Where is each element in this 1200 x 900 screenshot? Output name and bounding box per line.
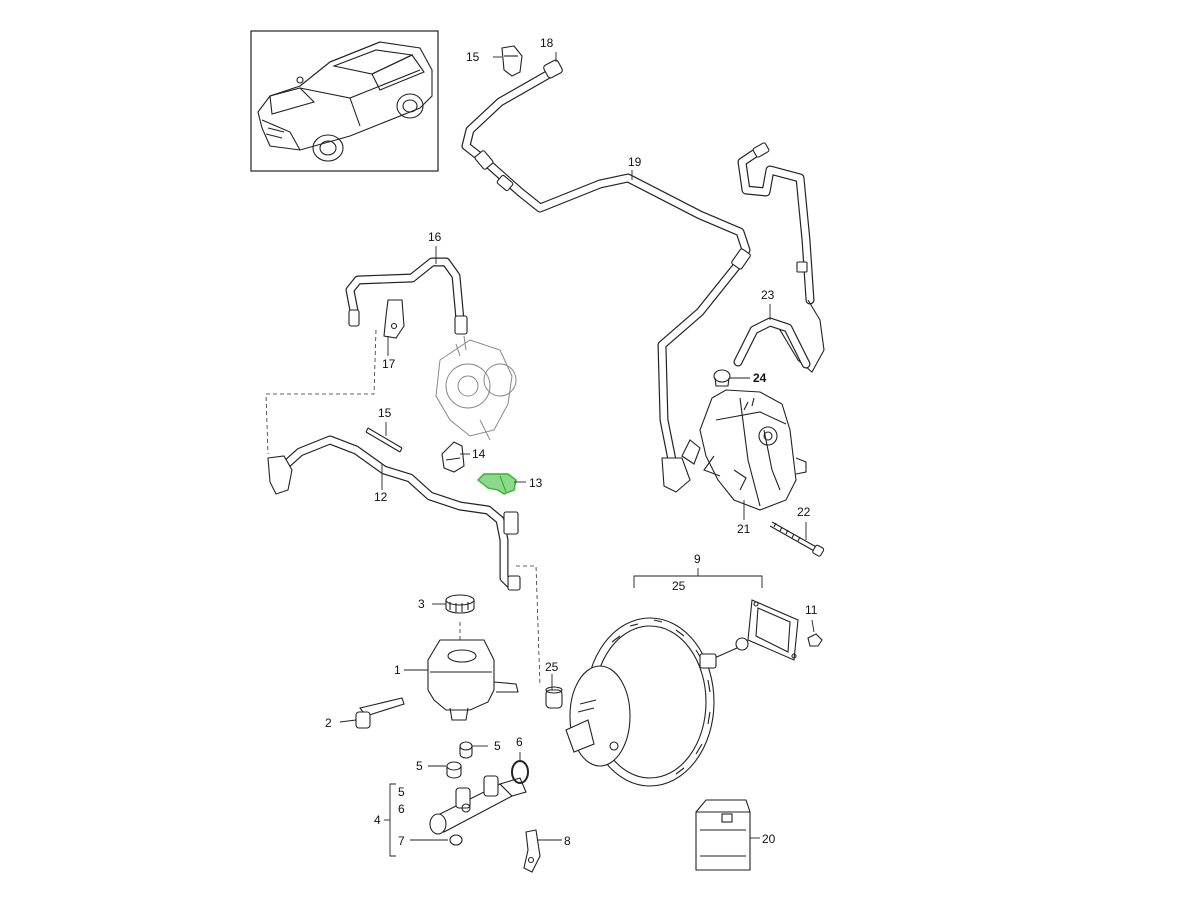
brake-fluid-can-20	[695, 799, 751, 871]
callout-3: 3	[418, 597, 425, 611]
hose-16	[345, 257, 468, 335]
callout-19: 19	[628, 155, 642, 169]
callout-24: 24	[753, 371, 767, 385]
callout-16: 16	[428, 230, 442, 244]
callout-9: 9	[694, 552, 701, 566]
bracket-17	[383, 299, 405, 339]
connection-dashes	[265, 329, 541, 687]
callout-25-booster: 25	[672, 579, 686, 593]
vacuum-line-18-19	[461, 59, 751, 493]
vehicle-thumbnail	[250, 30, 439, 172]
callout-1: 1	[394, 663, 401, 677]
clip-14	[441, 441, 465, 473]
callout-13: 13	[529, 476, 543, 490]
callout-6-kit: 6	[398, 802, 405, 816]
callout-23: 23	[761, 288, 775, 302]
callout-4: 4	[374, 813, 381, 827]
bolt-22	[769, 521, 825, 557]
callout-12: 12	[374, 490, 388, 504]
leader-lines	[339, 52, 815, 841]
callout-18: 18	[540, 36, 554, 50]
rod-15-lower	[365, 427, 403, 453]
clip-15-top	[501, 45, 523, 77]
callout-2: 2	[325, 716, 332, 730]
callout-5-lower: 5	[416, 759, 423, 773]
callout-6-oring: 6	[516, 735, 523, 749]
bracket-8	[523, 829, 541, 873]
group-brackets	[384, 568, 763, 857]
nut-11	[807, 633, 823, 647]
callout-21: 21	[737, 522, 751, 536]
callout-labels: 18 15 19 16 23 17 24 15 14 13 12 21 22 9…	[325, 36, 818, 848]
hose-23	[733, 317, 811, 369]
callout-8: 8	[564, 834, 571, 848]
callout-22: 22	[797, 505, 811, 519]
callout-5-kit: 5	[398, 785, 405, 799]
sensor-13-highlighted	[476, 473, 517, 495]
vacuum-pump-21	[681, 389, 807, 511]
grommet-5-upper	[459, 741, 473, 759]
callout-14: 14	[472, 447, 486, 461]
callout-7: 7	[398, 834, 405, 848]
master-cylinder-4	[429, 775, 527, 846]
fluid-reservoir-1	[427, 639, 519, 721]
engine-vacuum-pump-ghost	[435, 335, 517, 441]
brake-booster-9	[565, 617, 749, 787]
reservoir-cap-3	[445, 594, 475, 614]
callout-15-top: 15	[466, 50, 480, 64]
suv-illustration	[257, 41, 433, 162]
valve-24	[713, 369, 731, 387]
callout-17: 17	[382, 357, 396, 371]
hose-12	[267, 435, 521, 591]
callout-20: 20	[762, 832, 776, 846]
callout-5-upper: 5	[494, 739, 501, 753]
grommet-5-lower	[446, 761, 462, 779]
callout-15-lower: 15	[378, 406, 392, 420]
hose-right-loop	[737, 142, 825, 373]
grommet-25	[545, 686, 563, 709]
gasket-25	[747, 599, 799, 661]
callout-11: 11	[805, 603, 818, 617]
callout-25-grommet: 25	[545, 660, 559, 674]
bracket-2	[355, 697, 405, 729]
